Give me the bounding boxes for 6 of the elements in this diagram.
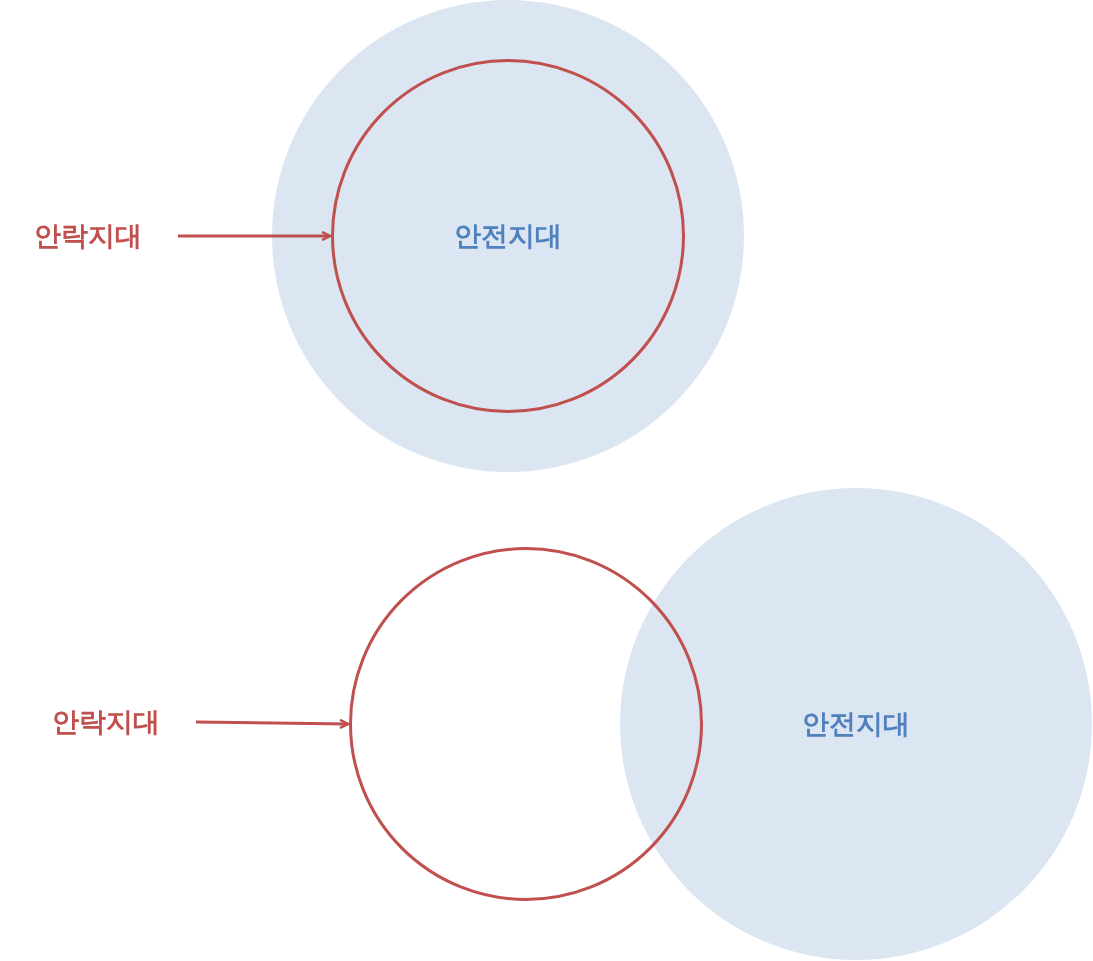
zone-label: 안전지대 [454, 219, 562, 253]
arrow [178, 230, 332, 242]
arrow [195, 718, 350, 730]
zone-label: 안전지대 [802, 707, 910, 741]
zone-label: 안락지대 [34, 219, 142, 253]
zone-label: 안락지대 [52, 705, 160, 739]
